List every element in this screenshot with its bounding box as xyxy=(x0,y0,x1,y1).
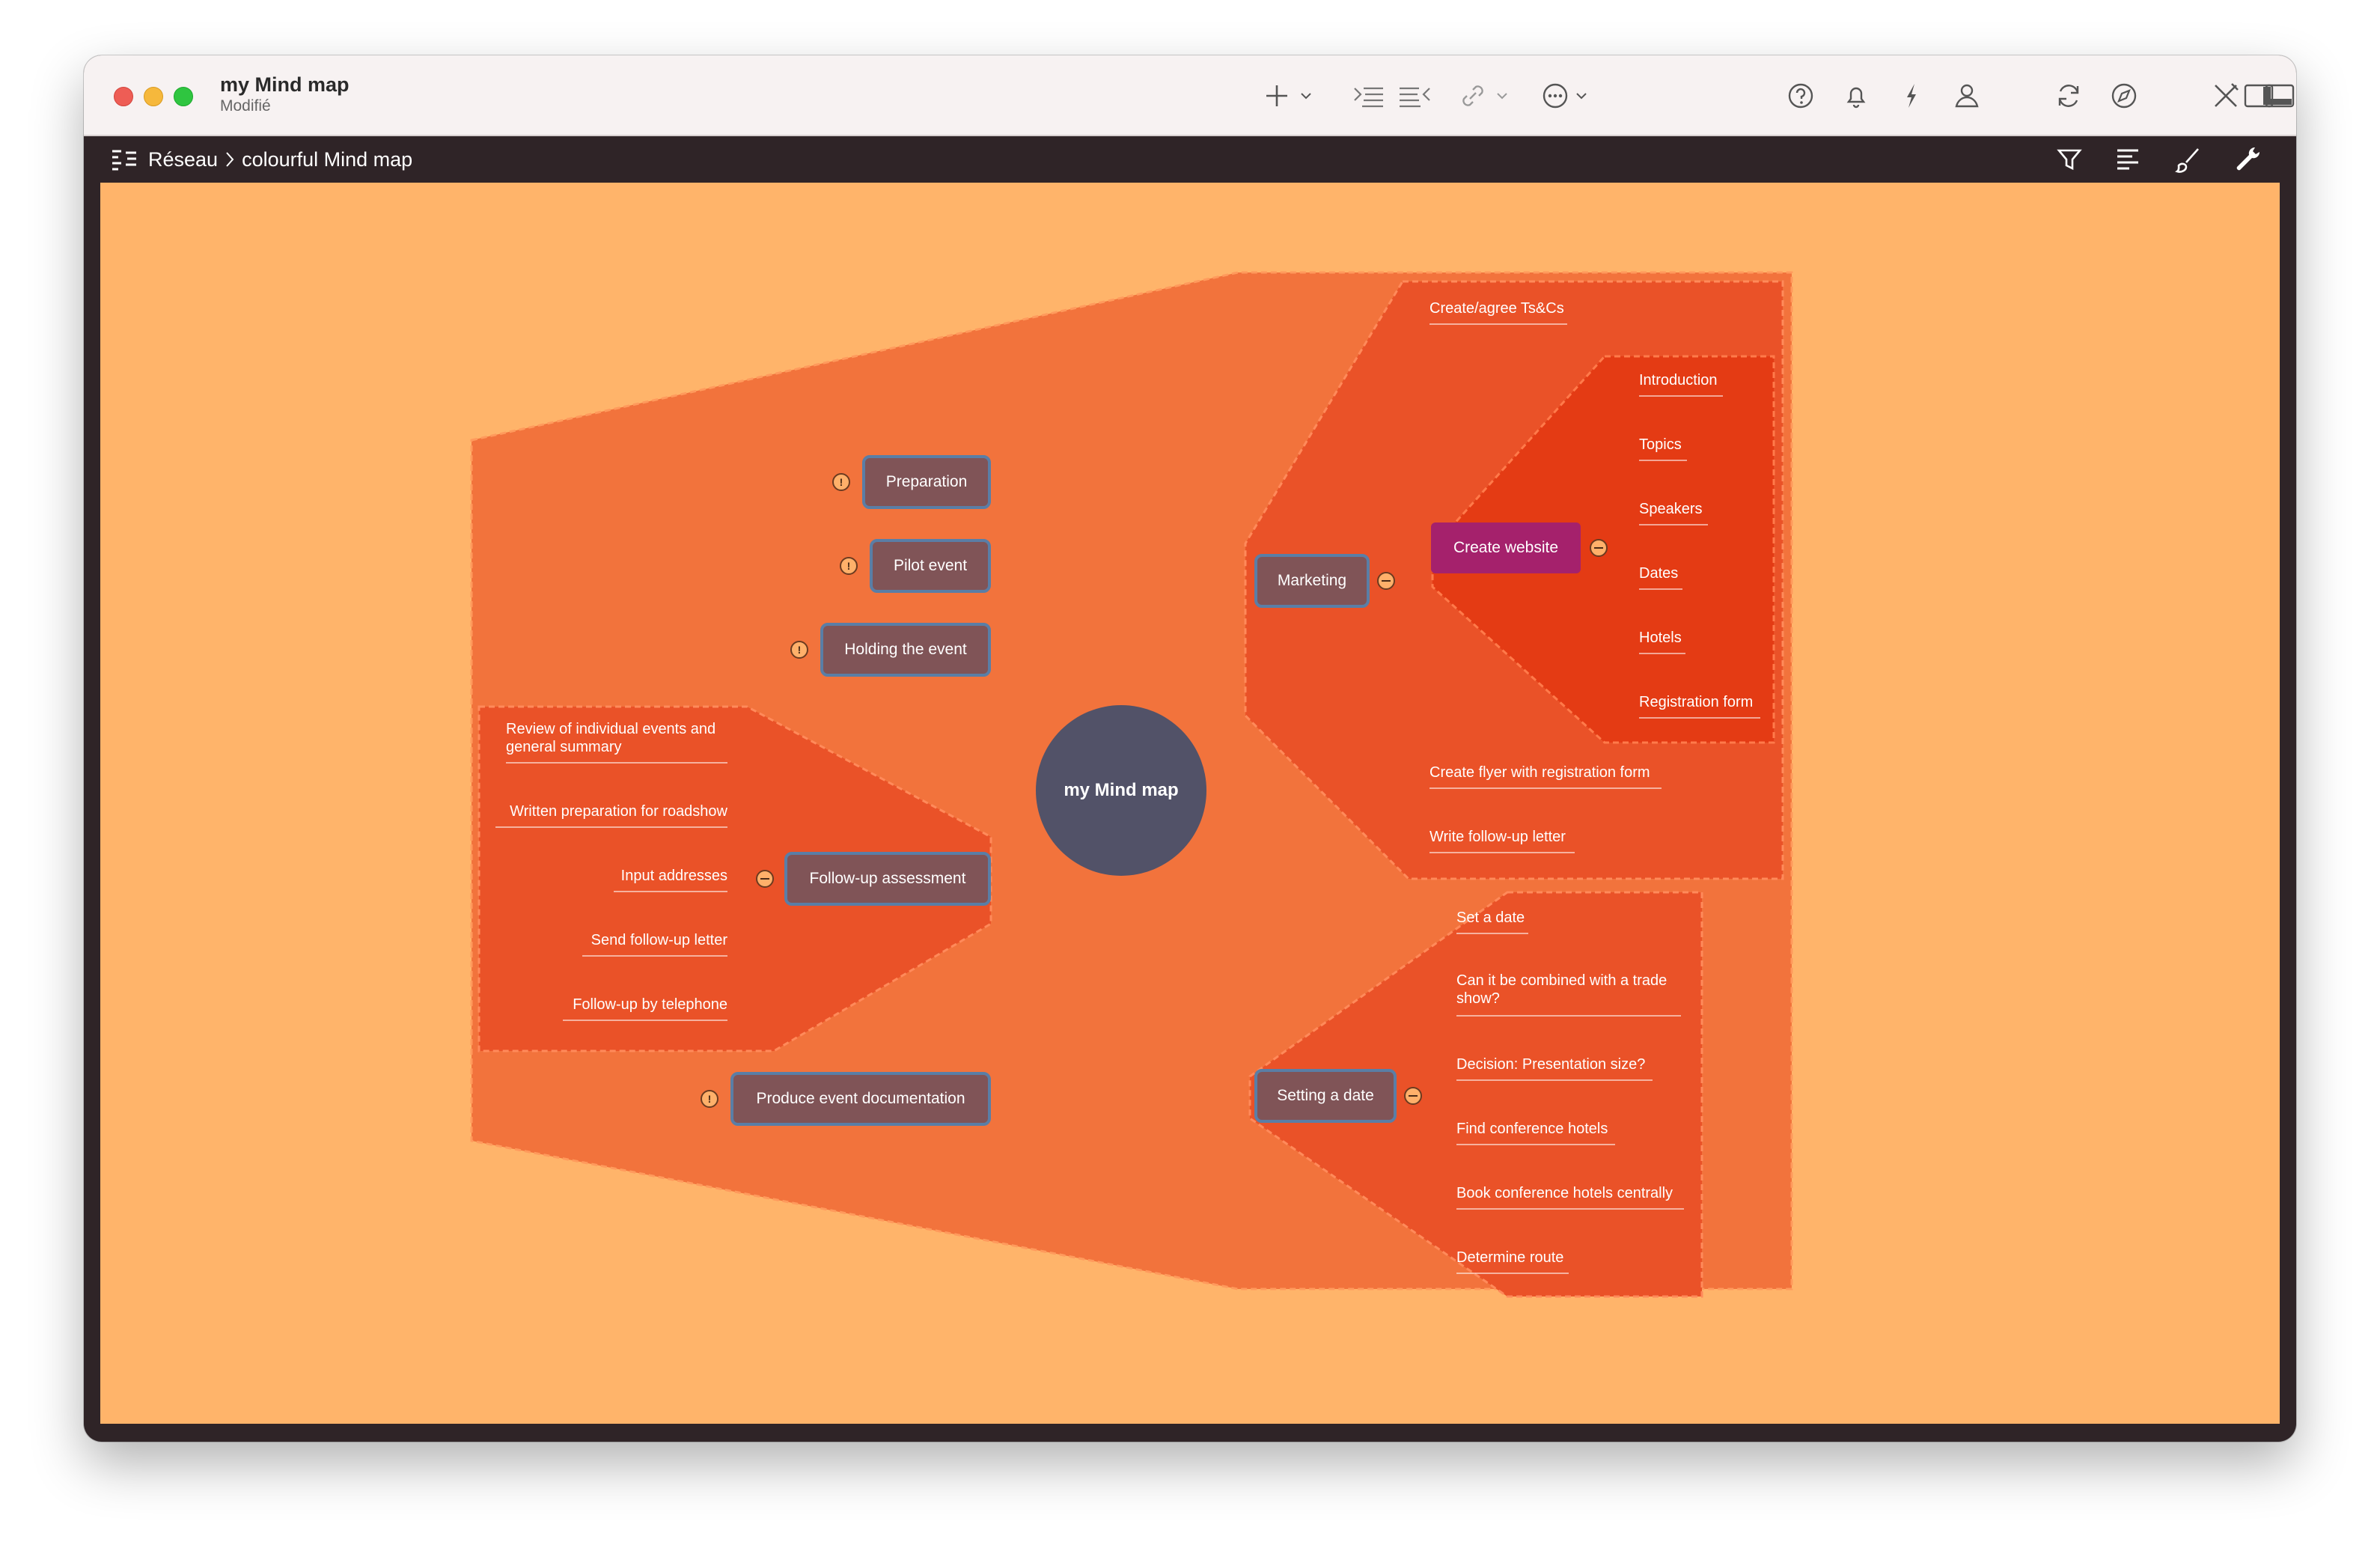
subtopic-underline xyxy=(1639,395,1723,397)
breadcrumb-network[interactable]: Réseau xyxy=(148,147,219,171)
path-bar: Réseau colourful Mind map xyxy=(84,136,2296,183)
subtopic-follow-up-by-telephone[interactable]: Follow-up by telephone xyxy=(573,996,727,1013)
subtopic-underline xyxy=(1639,653,1685,654)
subtopic-underline xyxy=(1429,787,1662,789)
subtopic-underline xyxy=(506,762,727,764)
breadcrumb: Réseau colourful Mind map xyxy=(111,136,412,183)
indent-icon[interactable] xyxy=(1349,76,1388,115)
subtopic-write-follow-up-letter[interactable]: Write follow-up letter xyxy=(1429,829,1566,845)
lightning-icon[interactable] xyxy=(1892,76,1931,115)
topic-preparation[interactable]: Preparation xyxy=(862,455,991,509)
subtopic-send-follow-up-letter[interactable]: Send follow-up letter xyxy=(591,932,727,948)
subtopic-hotels[interactable]: Hotels xyxy=(1639,630,1682,646)
subtopic-create-flyer[interactable]: Create flyer with registration form xyxy=(1429,764,1650,781)
app-window: my Mind map Modifié xyxy=(84,55,2296,1442)
tools-icon[interactable] xyxy=(2206,76,2245,115)
subtopic-underline xyxy=(563,1020,727,1021)
subtopic-underline xyxy=(1639,588,1682,590)
topic-holding-the-event[interactable]: Holding the event xyxy=(820,623,991,677)
more-icon[interactable] xyxy=(1536,76,1575,115)
subtopic-underline xyxy=(1429,323,1567,325)
subtopic-create-agree-tscs[interactable]: Create/agree Ts&Cs xyxy=(1429,300,1564,317)
expand-toggle-holding-the-event[interactable]: ! xyxy=(790,641,808,659)
topic-setting-a-date[interactable]: Setting a date xyxy=(1254,1069,1397,1123)
plus-icon[interactable] xyxy=(1257,76,1296,115)
subtopic-trade-show[interactable]: Can it be combined with a trade show? xyxy=(1456,972,1667,1007)
subtopic-underline xyxy=(1456,1273,1569,1274)
subtopic-underline xyxy=(1639,524,1708,525)
subtopic-input-addresses[interactable]: Input addresses xyxy=(620,868,727,884)
title-bar: my Mind map Modifié xyxy=(84,55,2296,136)
subtopic-underline xyxy=(1456,1144,1615,1145)
align-icon[interactable] xyxy=(2111,142,2145,177)
expand-toggle-pilot-event[interactable]: ! xyxy=(840,557,858,575)
subtopic-written-preparation[interactable]: Written preparation for roadshow xyxy=(510,803,727,820)
subtopic-underline xyxy=(582,955,727,957)
outdent-icon[interactable] xyxy=(1395,76,1434,115)
mind-map-canvas[interactable]: my Mind map Preparation ! Pilot event ! … xyxy=(100,183,2280,1424)
subtopic-determine-route[interactable]: Determine route xyxy=(1456,1249,1564,1266)
minimize-window-button[interactable] xyxy=(144,87,163,106)
subtopic-introduction[interactable]: Introduction xyxy=(1639,372,1718,388)
topic-produce-event-documentation[interactable]: Produce event documentation xyxy=(730,1072,991,1126)
subtopic-review[interactable]: Review of individual events and general … xyxy=(506,721,716,755)
collapse-toggle-follow-up[interactable] xyxy=(756,870,774,888)
central-topic[interactable]: my Mind map xyxy=(1036,705,1206,876)
subtopic-underline xyxy=(1639,460,1687,461)
subtopic-speakers[interactable]: Speakers xyxy=(1639,501,1703,517)
help-icon[interactable] xyxy=(1781,76,1820,115)
expand-toggle-preparation[interactable]: ! xyxy=(832,473,850,491)
subtopic-presentation-size[interactable]: Decision: Presentation size? xyxy=(1456,1056,1646,1073)
filter-icon[interactable] xyxy=(2052,142,2087,177)
brush-icon[interactable] xyxy=(2170,142,2205,177)
collapse-toggle-create-website[interactable] xyxy=(1590,539,1608,557)
subtopic-registration-form[interactable]: Registration form xyxy=(1639,694,1754,710)
subtopic-underline xyxy=(1639,717,1760,719)
link-icon[interactable] xyxy=(1453,76,1492,115)
collapse-toggle-setting-a-date[interactable] xyxy=(1404,1087,1422,1105)
user-icon[interactable] xyxy=(1947,76,1986,115)
chevron-down-icon[interactable] xyxy=(1295,76,1317,115)
chevron-down-icon[interactable] xyxy=(1570,76,1593,115)
subtopic-underline xyxy=(614,891,727,892)
chevron-right-icon xyxy=(226,152,234,167)
document-status: Modifié xyxy=(220,97,271,115)
subtopic-underline xyxy=(1456,1079,1653,1081)
subtopic-underline xyxy=(1456,933,1528,934)
zoom-window-button[interactable] xyxy=(174,87,193,106)
subtopic-underline xyxy=(495,826,727,828)
subtopic-book-conference-hotels[interactable]: Book conference hotels centrally xyxy=(1456,1185,1673,1201)
subtopic-topics[interactable]: Topics xyxy=(1639,436,1682,453)
subtopic-find-conference-hotels[interactable]: Find conference hotels xyxy=(1456,1121,1608,1137)
subtopic-underline xyxy=(1456,1015,1681,1017)
topic-marketing[interactable]: Marketing xyxy=(1254,554,1370,608)
topic-pilot-event[interactable]: Pilot event xyxy=(870,539,991,593)
sync-icon[interactable] xyxy=(2049,76,2088,115)
expand-toggle-produce-documentation[interactable]: ! xyxy=(701,1090,718,1108)
subtopic-set-a-date[interactable]: Set a date xyxy=(1456,909,1525,926)
subtopic-dates[interactable]: Dates xyxy=(1639,565,1679,582)
sidebar-icon[interactable] xyxy=(2239,76,2278,115)
compass-icon[interactable] xyxy=(2105,76,2143,115)
subtopic-underline xyxy=(1429,852,1575,853)
breadcrumb-document[interactable]: colourful Mind map xyxy=(242,147,413,171)
topic-follow-up-assessment[interactable]: Follow-up assessment xyxy=(784,852,991,906)
bell-icon[interactable] xyxy=(1837,76,1876,115)
subtopic-underline xyxy=(1456,1208,1684,1210)
subtopic-create-website[interactable]: Create website xyxy=(1431,522,1581,573)
chevron-down-icon[interactable] xyxy=(1491,76,1513,115)
outline-icon[interactable] xyxy=(111,148,138,171)
window-title: my Mind map xyxy=(220,73,350,96)
wrench-icon[interactable] xyxy=(2230,142,2265,177)
close-window-button[interactable] xyxy=(114,87,133,106)
collapse-toggle-marketing[interactable] xyxy=(1377,572,1395,590)
